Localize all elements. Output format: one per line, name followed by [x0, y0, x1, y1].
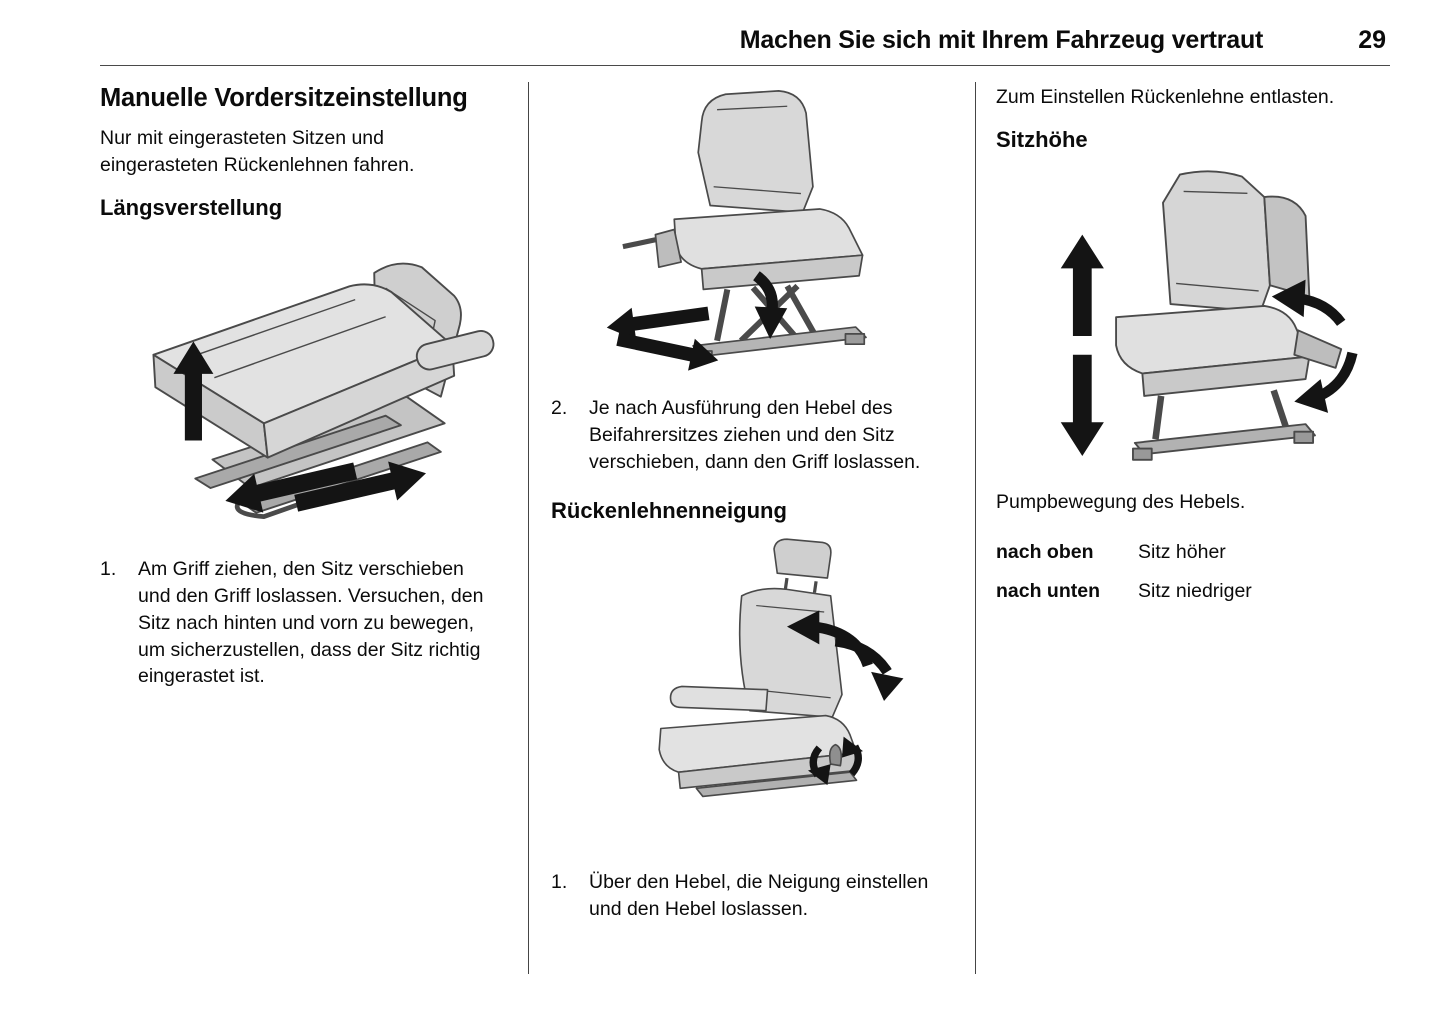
header-line: Machen Sie sich mit Ihrem Fahrzeug vertr… — [100, 26, 1390, 55]
floor-rail — [1133, 423, 1316, 455]
figure-backrest-inclination — [551, 536, 955, 811]
page-number: 29 — [1358, 26, 1386, 54]
subheading-seat-height: Sitzhöhe — [996, 126, 1088, 152]
backward-arrow-icon — [606, 306, 710, 340]
continuation-text: Zum Einstellen Rückenlehne entlasten. — [996, 86, 1335, 108]
forward-arrow-icon — [616, 332, 719, 371]
lever-rotate-arrow-icon — [808, 763, 831, 785]
step-item: 2. Je nach Ausführung den Hebel des Beif… — [551, 395, 955, 476]
column-middle: 2. Je nach Ausführung den Hebel des Beif… — [529, 82, 975, 974]
seat-longitudinal-illustration — [152, 262, 495, 519]
figure-longitudinal-adjustment — [100, 233, 500, 528]
step-item: 1. Am Griff ziehen, den Sitz verschieben… — [100, 556, 500, 691]
up-arrow-icon — [1060, 234, 1104, 336]
setting-term: nach unten — [996, 580, 1101, 603]
pump-up-arrow-icon — [1271, 279, 1306, 318]
recline-lever — [828, 743, 843, 767]
column-divider — [528, 82, 529, 974]
figure-passenger-seat-adjustment — [551, 84, 955, 375]
subheading-longitudinal-adjustment: Längsverstellung — [100, 194, 283, 220]
chapter-title: Machen Sie sich mit Ihrem Fahrzeug vertr… — [739, 26, 1264, 54]
intro-text: Nur mit eingerasteten Sitzen und eingera… — [100, 127, 415, 176]
setting-value: Sitz höher — [1138, 540, 1226, 563]
subheading-backrest-inclination: Rückenlehnenneigung — [551, 497, 787, 523]
content-columns: Manuelle Vordersitzeinstellung Nur mit e… — [100, 82, 1390, 974]
column-divider — [975, 82, 976, 974]
pump-down-arrow-icon — [1294, 379, 1329, 413]
down-arrow-icon — [1060, 354, 1104, 456]
seat-height-illustration — [1060, 170, 1358, 461]
setting-row-up: nach oben Sitz höher — [996, 540, 1390, 565]
step-text: Je nach Ausführung den Hebel des Beifahr… — [589, 397, 921, 473]
setting-term: nach oben — [996, 540, 1094, 563]
pump-up-arrow-icon — [1297, 293, 1346, 326]
seat-base — [695, 771, 858, 797]
backward-arrow-icon — [225, 462, 358, 513]
pedestal-legs — [714, 283, 819, 343]
recline-backward-arrow-icon — [834, 635, 892, 675]
step-number: 1. — [100, 557, 117, 580]
recline-backward-arrow-icon — [871, 671, 904, 701]
seat-backrest — [697, 89, 814, 214]
recline-forward-arrow-icon — [786, 610, 820, 645]
seat-recline-illustration — [658, 538, 904, 797]
down-arrow-icon — [754, 306, 788, 340]
step-text: Über den Hebel, die Neigung einstellen u… — [589, 870, 929, 920]
backrest-wing — [1263, 195, 1311, 298]
height-settings-table: nach oben Sitz höher nach unten Sitz nie… — [996, 540, 1390, 605]
seat-pedestal-illustration — [606, 89, 867, 371]
step-text: Am Griff ziehen, den Sitz verschieben un… — [138, 557, 484, 688]
caption-pump-movement: Pumpbewegung des Hebels. — [996, 490, 1246, 513]
figure-seat-height — [996, 165, 1390, 475]
header-rule — [100, 65, 1390, 66]
step-number: 1. — [551, 870, 568, 893]
forward-arrow-icon — [294, 461, 427, 512]
headrest — [773, 538, 832, 579]
step-item: 1. Über den Hebel, die Neigung einstelle… — [551, 869, 955, 923]
height-lever — [1293, 329, 1343, 369]
armrest — [415, 329, 495, 371]
lever-rotate-arrow-icon — [841, 736, 863, 758]
column-left: Manuelle Vordersitzeinstellung Nur mit e… — [100, 82, 528, 974]
page-header: Machen Sie sich mit Ihrem Fahrzeug vertr… — [100, 26, 1390, 66]
up-arrow-icon — [173, 341, 214, 441]
setting-row-down: nach unten Sitz niedriger — [996, 579, 1390, 604]
seat-rail — [194, 414, 402, 489]
column-right: Zum Einstellen Rückenlehne entlasten. Si… — [976, 82, 1390, 974]
setting-value: Sitz niedriger — [1138, 580, 1252, 603]
armrest — [669, 685, 769, 712]
heading-manual-front-seat-adjustment: Manuelle Vordersitzeinstellung — [100, 84, 468, 112]
step-number: 2. — [551, 397, 568, 419]
adjust-lever — [654, 228, 682, 269]
